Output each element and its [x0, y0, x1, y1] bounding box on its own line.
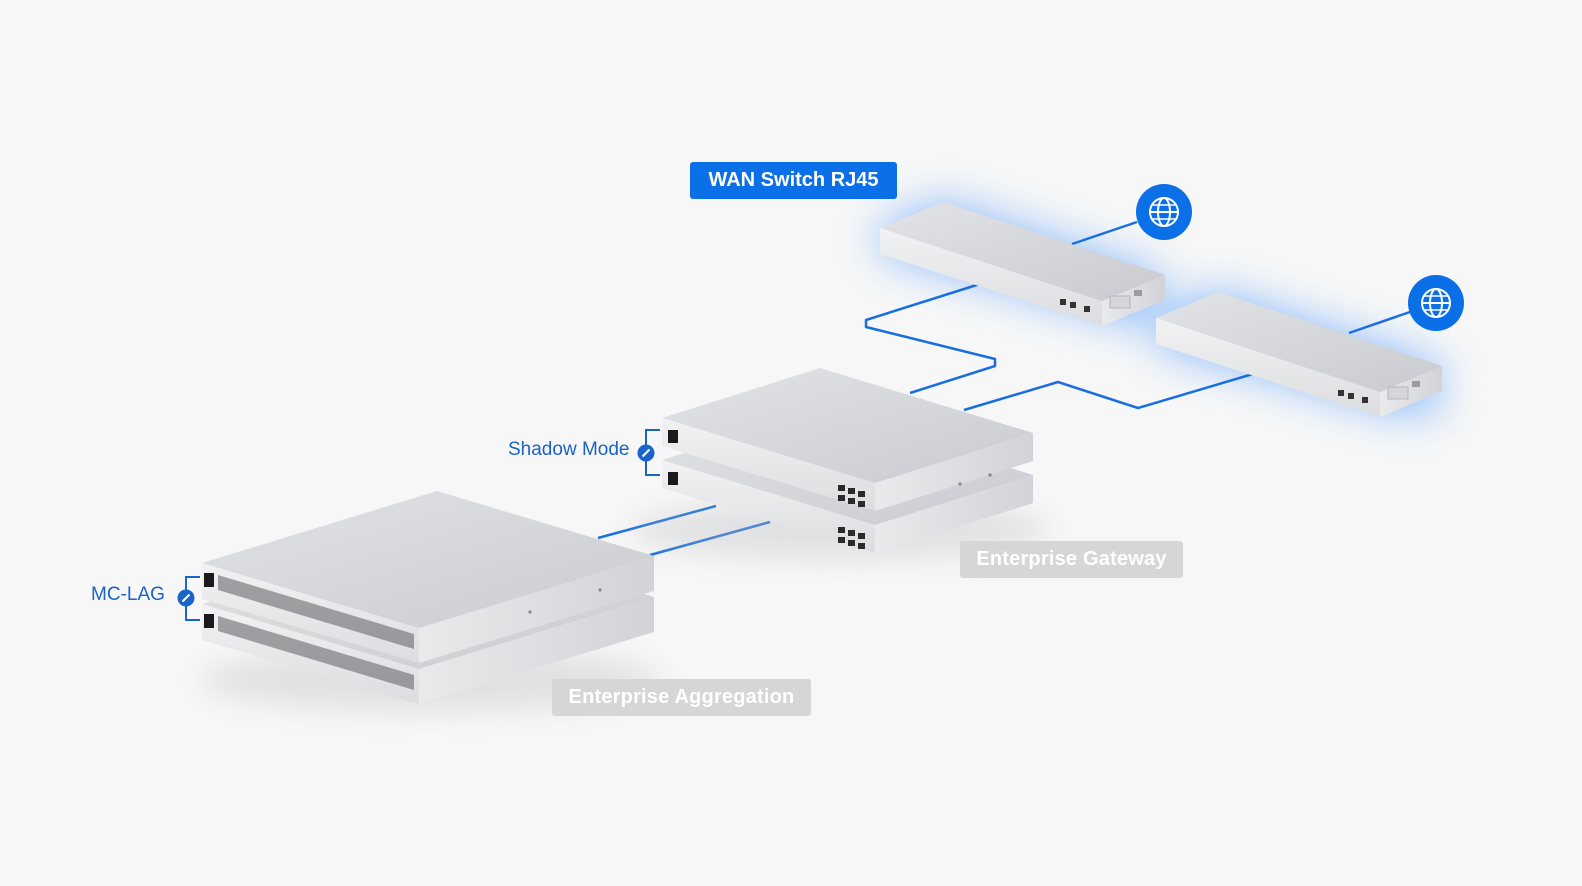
wan-switch-device	[880, 202, 1165, 326]
aggregation-device-upper	[202, 491, 654, 663]
wan2-to-gateway-line	[963, 369, 1264, 412]
globe-icon	[1136, 184, 1192, 240]
gateway-device-upper	[662, 368, 1033, 511]
wan-switch-device	[1156, 292, 1442, 417]
link-icon	[177, 589, 195, 607]
wan-to-internet-line-2	[1348, 310, 1411, 335]
shadow-mode-label: Shadow Mode	[508, 439, 630, 460]
wan-to-internet-line-1	[1071, 220, 1138, 246]
wan-switch-label: WAN Switch RJ45	[690, 162, 897, 199]
enterprise-aggregation-label: Enterprise Aggregation	[552, 679, 811, 716]
link-icon	[637, 444, 655, 462]
globe-icon	[1408, 275, 1464, 331]
mc-lag-label: MC-LAG	[91, 584, 165, 605]
wan1-to-gateway-line	[864, 281, 997, 395]
enterprise-gateway-label: Enterprise Gateway	[960, 541, 1183, 578]
